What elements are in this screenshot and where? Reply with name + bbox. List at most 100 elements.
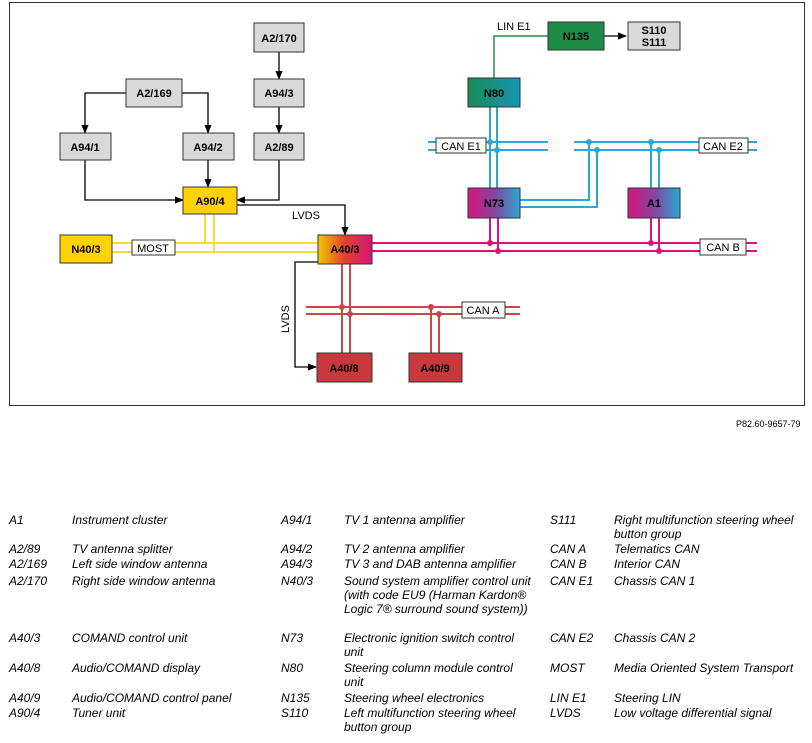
legend-desc: Telematics CAN (614, 542, 700, 556)
lvds-arrows (237, 204, 349, 371)
box-n73: N73 (467, 187, 521, 219)
legend-desc: COMAND control unit (72, 631, 188, 645)
bus-label-lvds-horizontal: LVDS (292, 210, 320, 222)
legend-desc: Chassis CAN 2 (614, 631, 696, 645)
bus-label-can-e2: CAN E2 (698, 137, 749, 154)
legend-code: A2/170 (9, 574, 48, 588)
label-a94-3: A94/3 (264, 88, 293, 100)
legend-desc: Electronic ignition switch control unit (344, 631, 515, 659)
label-a2-89: A2/89 (264, 142, 293, 154)
bus-label-can-e1: CAN E1 (435, 137, 487, 154)
box-n80: N80 (467, 77, 521, 108)
lin-e1-line (493, 35, 548, 78)
can-b-bus (372, 218, 757, 252)
label-n40-3: N40/3 (71, 244, 100, 256)
svg-text:CAN B: CAN B (706, 242, 740, 254)
label-a40-8: A40/8 (329, 363, 358, 375)
legend-desc: Steering LIN (614, 691, 681, 705)
label-s110: S110 (641, 25, 666, 37)
svg-text:LIN E1: LIN E1 (497, 21, 531, 33)
legend-code: S111 (550, 513, 577, 527)
legend-code: LIN E1 (550, 691, 587, 705)
legend-code: A94/3 (281, 557, 313, 571)
box-n40-3: N40/3 (59, 234, 113, 264)
box-n135: N135 (547, 21, 605, 51)
bus-label-lin-e1: LIN E1 (497, 21, 531, 33)
svg-text:MOST: MOST (137, 243, 169, 255)
can-b-nodes (487, 240, 662, 254)
label-a94-1: A94/1 (70, 142, 99, 154)
label-s111: S111 (642, 37, 666, 49)
box-a2-89: A2/89 (253, 132, 305, 161)
legend-desc: Media Oriented System Transport (614, 661, 794, 675)
legend-desc: TV antenna splitter (72, 542, 173, 556)
svg-text:CAN A: CAN A (466, 305, 500, 317)
legend-code: A40/9 (9, 691, 41, 705)
legend-code: LVDS (550, 706, 581, 720)
legend-code: CAN E2 (550, 631, 594, 645)
legend-desc: Sound system amplifier control unit (wit… (344, 574, 531, 616)
label-a94-2: A94/2 (193, 142, 222, 154)
label-a2-170: A2/170 (261, 33, 296, 45)
label-a90-4: A90/4 (195, 196, 225, 208)
legend-desc: Right side window antenna (72, 574, 216, 588)
legend-code: A90/4 (9, 706, 41, 720)
box-a40-8: A40/8 (316, 352, 373, 383)
box-a1: A1 (627, 187, 681, 219)
legend-desc: TV 1 antenna amplifier (344, 513, 465, 527)
legend-desc: Tuner unit (72, 706, 126, 720)
legend-desc: Left side window antenna (72, 557, 208, 571)
legend-desc: Steering wheel electronics (344, 691, 485, 705)
box-a94-1: A94/1 (59, 132, 112, 161)
legend-desc: TV 3 and DAB antenna amplifier (344, 557, 517, 571)
legend-code: CAN E1 (550, 574, 594, 588)
label-a1: A1 (647, 198, 661, 210)
box-a94-3: A94/3 (253, 78, 305, 108)
legend-code: A94/1 (281, 513, 313, 527)
bus-label-can-a: CAN A (461, 301, 506, 319)
label-a40-3: A40/3 (330, 244, 359, 256)
label-n73: N73 (484, 198, 504, 210)
box-a90-4: A90/4 (182, 186, 238, 215)
legend-code: CAN B (550, 557, 587, 571)
legend-code: A40/3 (9, 631, 41, 645)
legend-desc: Left multifunction steering wheel button… (344, 706, 516, 734)
can-e-nodes (487, 139, 662, 153)
legend-desc: Audio/COMAND control panel (72, 691, 232, 705)
box-a2-169: A2/169 (125, 78, 183, 108)
legend-desc: Instrument cluster (72, 513, 168, 527)
legend-code: N80 (281, 661, 304, 675)
svg-text:CAN E1: CAN E1 (441, 141, 481, 153)
bus-label-lvds-vertical: LVDS (280, 305, 292, 333)
box-a40-3: A40/3 (317, 234, 373, 265)
label-a2-169: A2/169 (136, 88, 171, 100)
reference-number: P82.60-9657-79 (736, 419, 801, 429)
diagram-frame (9, 2, 805, 406)
legend-code: MOST (550, 661, 585, 675)
legend-code: A1 (9, 513, 24, 527)
bus-label-most: MOST (131, 239, 176, 256)
legend-code: A94/2 (281, 542, 313, 556)
legend-desc: TV 2 antenna amplifier (344, 542, 465, 556)
legend-code: CAN A (550, 542, 587, 556)
legend-desc: Chassis CAN 1 (614, 574, 696, 588)
legend-code: N135 (281, 691, 310, 705)
legend-desc: Audio/COMAND display (72, 661, 201, 675)
legend-code: N40/3 (281, 574, 314, 588)
can-a-nodes (339, 304, 442, 317)
legend-code: A40/8 (9, 661, 41, 675)
label-n80: N80 (484, 88, 504, 100)
box-s110-s111: S110 S111 (627, 21, 681, 51)
network-diagram: A2/170 A94/3 A2/89 A2/169 A94/1 A94/2 A9… (59, 21, 757, 383)
legend-desc: Interior CAN (614, 557, 681, 571)
legend-code: A2/169 (9, 557, 48, 571)
antenna-arrows (81, 52, 283, 204)
label-a40-9: A40/9 (420, 363, 449, 375)
legend-code: S110 (281, 706, 309, 720)
bus-label-can-b: CAN B (699, 238, 747, 256)
legend-desc: Steering column module control unit (344, 661, 513, 689)
box-a94-2: A94/2 (182, 132, 235, 161)
legend-desc: Right multifunction steering wheel butto… (614, 513, 794, 541)
box-a2-170: A2/170 (253, 22, 305, 53)
svg-text:CAN E2: CAN E2 (703, 141, 743, 153)
